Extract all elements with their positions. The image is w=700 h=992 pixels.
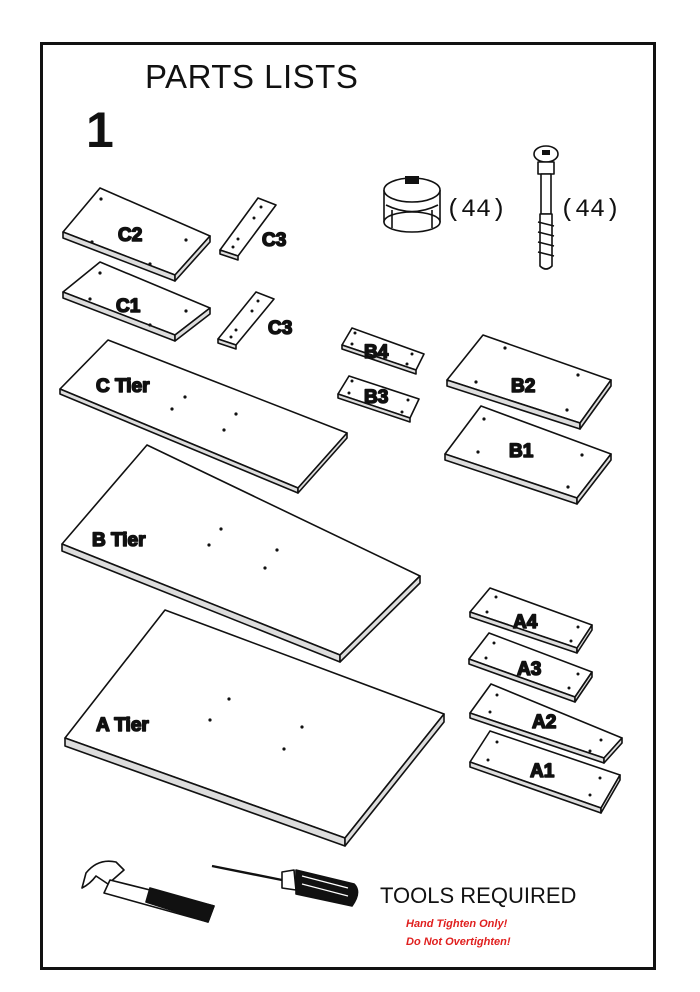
panel-b1 <box>444 405 612 505</box>
step-number: 1 <box>86 102 114 158</box>
label-a1: A1 <box>530 761 555 782</box>
hammer-icon <box>81 860 215 923</box>
screwdriver-icon <box>211 864 359 907</box>
label-c3-bottom: C3 <box>268 318 292 339</box>
label-c1: C1 <box>116 296 141 317</box>
label-c3-top: C3 <box>262 230 286 251</box>
panel-c1 <box>62 261 211 342</box>
label-a-tier: A Tier <box>96 715 149 736</box>
label-a2: A2 <box>532 712 556 733</box>
panel-a-tier <box>64 609 445 847</box>
cam-bolt-icon <box>533 145 559 270</box>
page-frame <box>40 42 656 970</box>
panel-c3-bottom <box>217 291 275 350</box>
label-b4: B4 <box>364 342 389 363</box>
cam-lock-quantity: (44) <box>446 195 506 224</box>
panel-a4 <box>469 587 593 654</box>
label-b1: B1 <box>509 441 534 462</box>
tools-required-heading: TOOLS REQUIRED <box>380 883 577 908</box>
panel-c2 <box>62 187 211 282</box>
cam-bolt-quantity: (44) <box>560 195 620 224</box>
page-title: PARTS LISTS <box>145 58 359 95</box>
label-c2: C2 <box>118 225 142 246</box>
panel-a2 <box>469 683 623 764</box>
warning-note-1: Hand Tighten Only! <box>406 918 508 930</box>
panel-c-tier <box>59 339 348 494</box>
panel-c3-top <box>219 197 277 261</box>
panel-b2 <box>446 334 612 430</box>
cam-lock-icon <box>383 176 441 233</box>
label-a3: A3 <box>517 659 541 680</box>
panel-b-tier <box>61 444 421 663</box>
panel-a3 <box>468 632 593 703</box>
panel-a1 <box>469 730 621 814</box>
warning-note-2: Do Not Overtighten! <box>406 936 511 948</box>
panel-b4 <box>341 327 425 375</box>
label-b-tier: B Tier <box>92 530 146 551</box>
label-b2: B2 <box>511 376 535 397</box>
label-a4: A4 <box>513 612 538 633</box>
label-c-tier: C Tier <box>96 376 150 397</box>
panel-b3 <box>337 375 420 423</box>
label-b3: B3 <box>364 387 388 408</box>
